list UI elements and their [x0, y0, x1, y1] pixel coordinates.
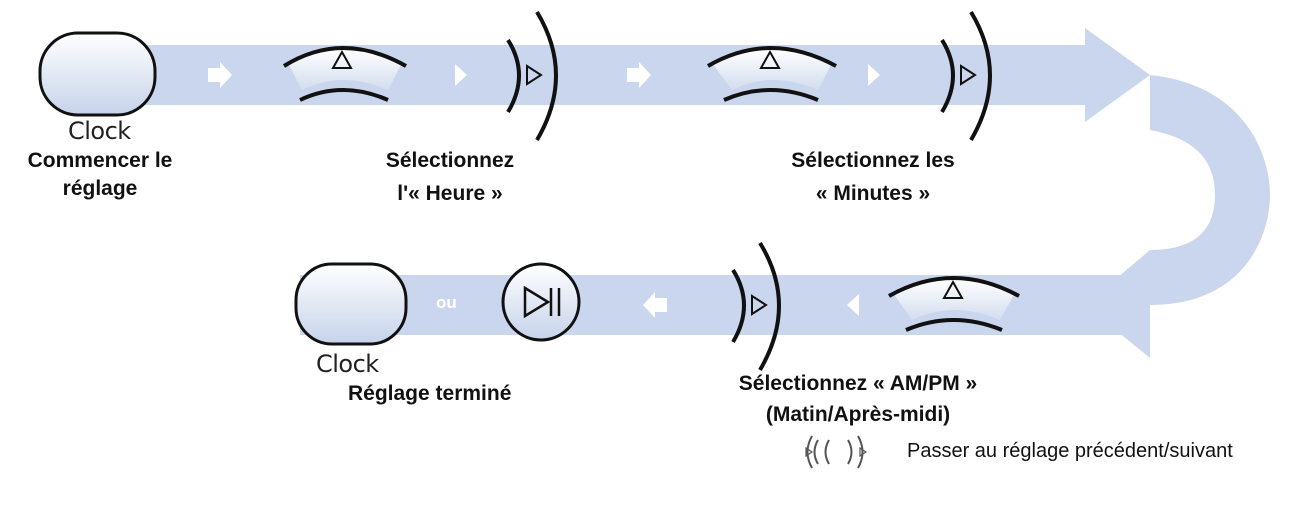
- flow-band-top: [70, 45, 1085, 105]
- right-triangle-icon: [526, 64, 543, 86]
- left-arrow-1: [643, 292, 667, 318]
- clock-key-start-label: Clock: [68, 117, 131, 145]
- or-connector-text: ou: [436, 293, 457, 312]
- direction-arrows: [208, 62, 880, 318]
- minutes-step-line2: « Minutes »: [815, 182, 931, 205]
- ampm-step-line1: Sélectionnez « AM/PM »: [738, 372, 978, 395]
- play-pause-key[interactable]: [501, 262, 581, 342]
- start-step-line2: réglage: [62, 177, 138, 200]
- flow-uturn: [1150, 75, 1270, 305]
- up-triangle-icon: [331, 49, 353, 69]
- hour-step-line2: l'« Heure »: [397, 182, 503, 205]
- up-key-ampm[interactable]: [888, 276, 1020, 332]
- legend-text: Passer au réglage précédent/suivant: [907, 440, 1233, 462]
- right-key-ampm[interactable]: [731, 241, 781, 372]
- clock-key-start[interactable]: [38, 31, 157, 117]
- up-key-minutes[interactable]: [706, 46, 837, 102]
- right-tri-1: [455, 64, 467, 86]
- clock-key-end-label: Clock: [316, 350, 379, 378]
- flow-band: [70, 28, 1270, 358]
- ampm-step-line2: (Matin/Après-midi): [765, 403, 951, 426]
- right-triangle-icon: [751, 294, 768, 316]
- minutes-step-line1: Sélectionnez les: [791, 149, 955, 172]
- up-key-hour[interactable]: [282, 46, 407, 102]
- right-arrow-1: [208, 62, 232, 88]
- up-triangle-icon: [942, 279, 964, 299]
- right-triangle-icon: [960, 64, 977, 86]
- right-tri-2: [868, 64, 880, 86]
- end-step-line1: Réglage terminé: [348, 382, 512, 405]
- hour-step-line1: Sélectionnez: [385, 149, 515, 172]
- prev-next-legend-icon: [805, 435, 868, 469]
- flow-arrowhead-top: [1085, 28, 1150, 122]
- right-key-hour[interactable]: [506, 10, 558, 142]
- play-pause-icon: [523, 285, 551, 319]
- right-arrow-2: [627, 62, 651, 88]
- start-step-line1: Commencer le: [27, 149, 173, 172]
- flow-band-bottom: [300, 275, 1150, 335]
- up-triangle-icon: [759, 49, 781, 69]
- clock-key-end[interactable]: [294, 262, 408, 346]
- right-key-minutes[interactable]: [940, 10, 992, 142]
- left-tri-1: [847, 294, 859, 316]
